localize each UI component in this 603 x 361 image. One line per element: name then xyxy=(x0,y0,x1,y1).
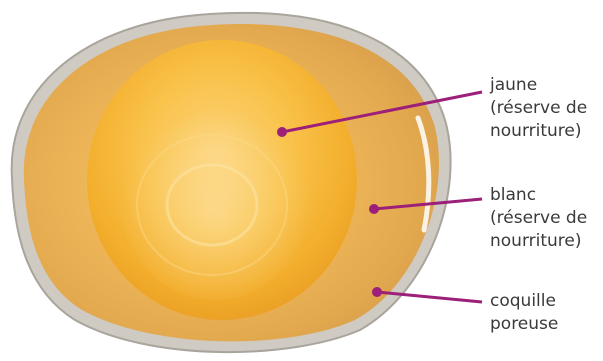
label-white: blanc (réserve de nourriture) xyxy=(490,184,587,253)
label-yolk-line1: jaune xyxy=(490,74,587,97)
label-shell-line1: coquille xyxy=(490,290,558,313)
label-white-line1: blanc xyxy=(490,184,587,207)
label-shell: coquille poreuse xyxy=(490,290,558,336)
label-yolk-line3: nourriture) xyxy=(490,120,587,143)
pointer-dot-shell xyxy=(372,287,382,297)
label-yolk: jaune (réserve de nourriture) xyxy=(490,74,587,143)
label-white-line3: nourriture) xyxy=(490,230,587,253)
label-yolk-line2: (réserve de xyxy=(490,97,587,120)
pointer-dot-yolk xyxy=(277,127,287,137)
label-white-line2: (réserve de xyxy=(490,207,587,230)
label-shell-line2: poreuse xyxy=(490,313,558,336)
pointer-dot-white xyxy=(369,204,379,214)
